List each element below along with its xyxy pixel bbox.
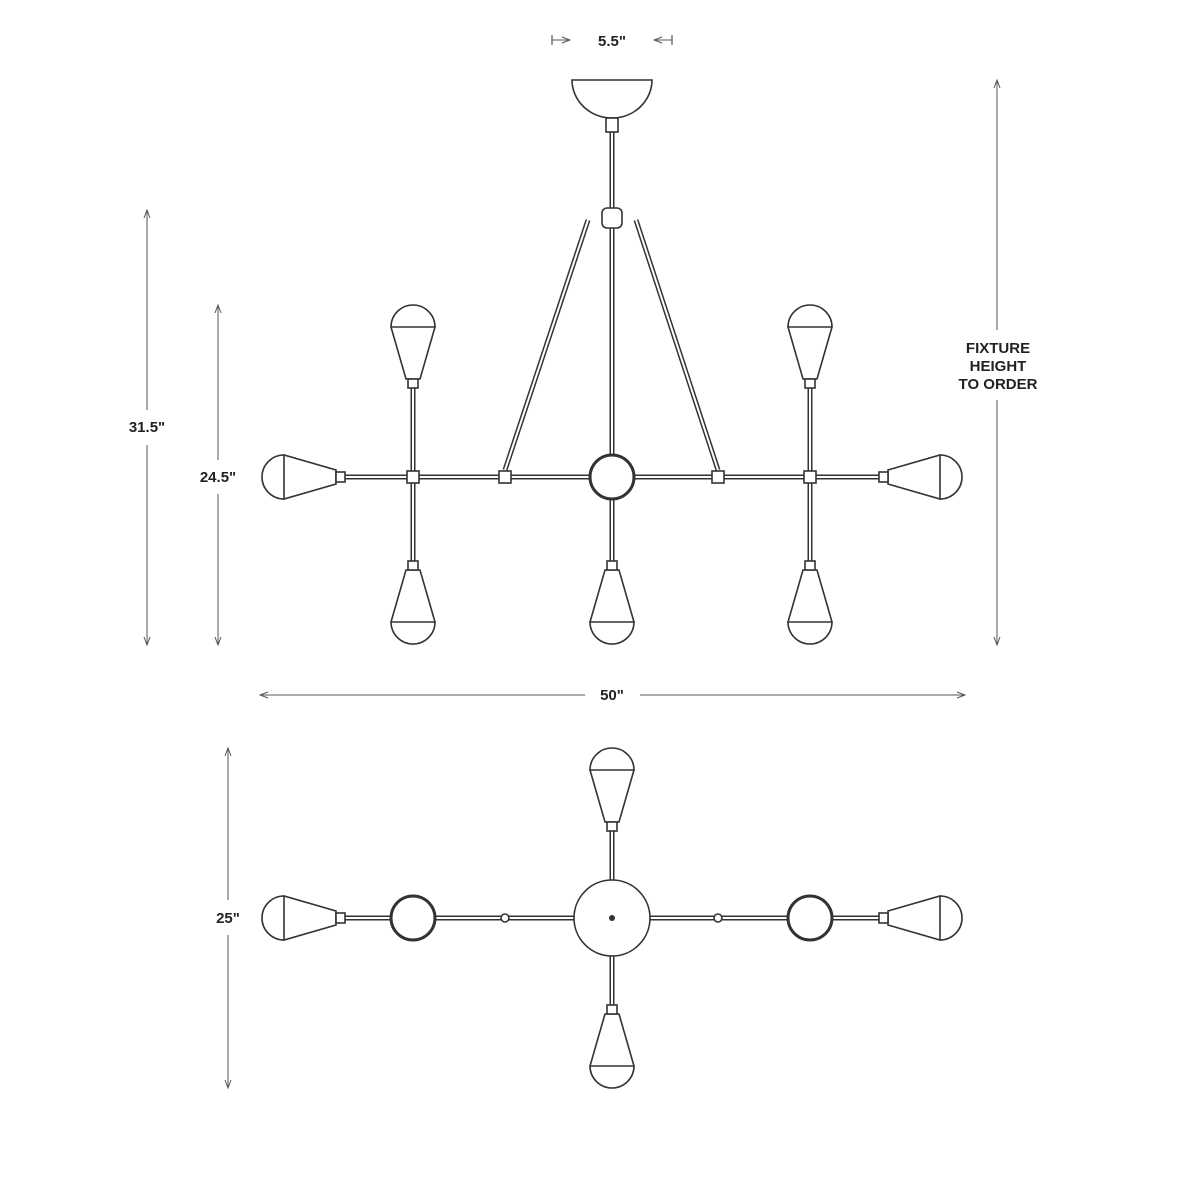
fixture-height-label-2: HEIGHT — [970, 358, 1027, 375]
diagonal-arm-right-stroke — [635, 219, 719, 471]
top-view-bead-left — [500, 913, 510, 923]
top-view-bulb-up — [589, 747, 635, 832]
fixture-height-label-3: TO ORDER — [959, 376, 1038, 393]
bulb-top-left — [390, 304, 436, 389]
bulb-bottom-right — [787, 560, 833, 645]
bulb-bottom-center — [589, 560, 635, 645]
width-label: 50" — [600, 687, 624, 704]
fixture-height-label-1: FIXTURE — [966, 340, 1030, 357]
depth-label: 25" — [216, 910, 240, 927]
body-height-label: 24.5" — [200, 469, 236, 486]
top-view-bulb-left — [261, 895, 346, 941]
canopy — [571, 79, 653, 119]
cross-joint-left — [406, 470, 420, 484]
top-view-bead-right — [713, 913, 723, 923]
diagonal-arm-left — [502, 219, 591, 471]
top-view-bulb-down — [589, 1004, 635, 1089]
bulb-side-left — [261, 454, 346, 500]
top-view-center-dot — [609, 915, 615, 921]
overall-height-label: 31.5" — [129, 419, 165, 436]
diagonal-arm-left-stroke — [504, 219, 589, 471]
top-view-bulb-right — [878, 895, 963, 941]
center-ring — [588, 453, 636, 501]
top-view-ring-right — [786, 894, 834, 942]
canopy-stem-collar — [605, 117, 619, 133]
bulb-bottom-left — [390, 560, 436, 645]
canopy-width-label: 5.5" — [598, 33, 626, 50]
arm-joint-left — [498, 470, 512, 484]
arm-hub — [601, 207, 623, 229]
bulb-side-right — [878, 454, 963, 500]
top-view-ring-left — [389, 894, 437, 942]
diagonal-arm-right — [633, 219, 721, 471]
bulb-top-right — [787, 304, 833, 389]
arm-joint-right — [711, 470, 725, 484]
cross-joint-right — [803, 470, 817, 484]
